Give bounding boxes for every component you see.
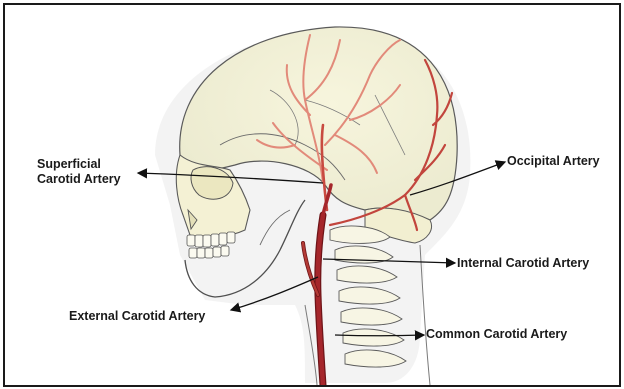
label-external-carotid-artery: External Carotid Artery: [69, 309, 205, 324]
label-occipital-artery: Occipital Artery: [507, 154, 600, 169]
lower-teeth: [189, 246, 229, 258]
label-superficial-line1: Superficial: [37, 157, 121, 172]
arrow-common: [335, 335, 424, 336]
nape-outline: [420, 245, 430, 385]
label-common-carotid-artery: Common Carotid Artery: [426, 327, 567, 342]
label-superficial-line2: Carotid Artery: [37, 172, 121, 187]
diagram-frame: Superficial Carotid Artery Occipital Art…: [3, 3, 621, 387]
label-internal-carotid-artery: Internal Carotid Artery: [457, 256, 589, 271]
label-superficial-carotid-artery: Superficial Carotid Artery: [37, 157, 121, 187]
